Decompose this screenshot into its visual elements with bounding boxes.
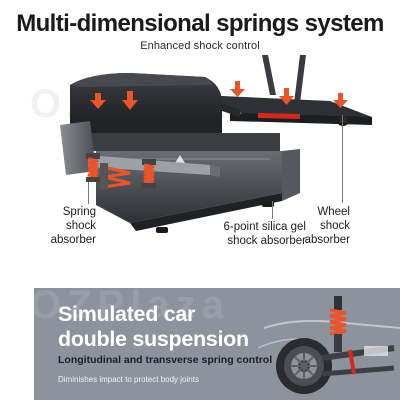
banner-note: Diminishes impact to protect body joints	[58, 375, 199, 384]
page-title: Multi-dimensional springs system	[16, 10, 384, 37]
treadmill-suspension-illustration	[60, 55, 372, 233]
leader-line-spring	[88, 182, 89, 204]
wheel	[338, 117, 348, 126]
silica-gel-pads	[156, 201, 274, 233]
banner-subtitle: Longitudinal and transverse spring contr…	[58, 354, 273, 366]
red-strip	[258, 113, 300, 119]
motor-hood	[70, 73, 222, 135]
coilover-shock	[329, 296, 347, 352]
callout-wheel-shock-absorber: Wheel shock absorber	[304, 206, 350, 246]
leader-line-wheel	[342, 115, 343, 203]
arrow-down-icon	[122, 91, 138, 110]
upright-post-back	[262, 55, 306, 103]
force-arrows	[90, 81, 348, 110]
arrow-down-icon	[230, 81, 245, 97]
car-suspension-illustration	[257, 296, 400, 394]
banner-title: Simulated car double suspension	[58, 302, 249, 351]
callout-silica-gel-absorber: 6-point silica gel shock absorber	[223, 221, 306, 247]
suspension-banner: Simulated car double suspension Longitud…	[34, 288, 400, 400]
spring-shock-absorber-right	[142, 159, 156, 188]
page-subtitle: Enhanced shock control	[140, 40, 260, 52]
arrow-down-icon	[90, 93, 106, 109]
callout-spring-shock-absorber: Spring shock absorber	[50, 206, 96, 246]
arrow-down-icon	[279, 88, 294, 105]
control-arms	[321, 345, 395, 377]
car-wheel	[276, 338, 332, 394]
spring-shock-absorber-mid	[100, 163, 131, 189]
watermark-bottom: OZPlaza	[30, 283, 230, 327]
arrow-down-icon	[333, 93, 348, 108]
leader-line-gel	[272, 201, 273, 219]
callout-group: Spring shock absorber 6-point silica gel…	[0, 200, 400, 275]
spring-shock-absorber-left	[86, 153, 100, 182]
